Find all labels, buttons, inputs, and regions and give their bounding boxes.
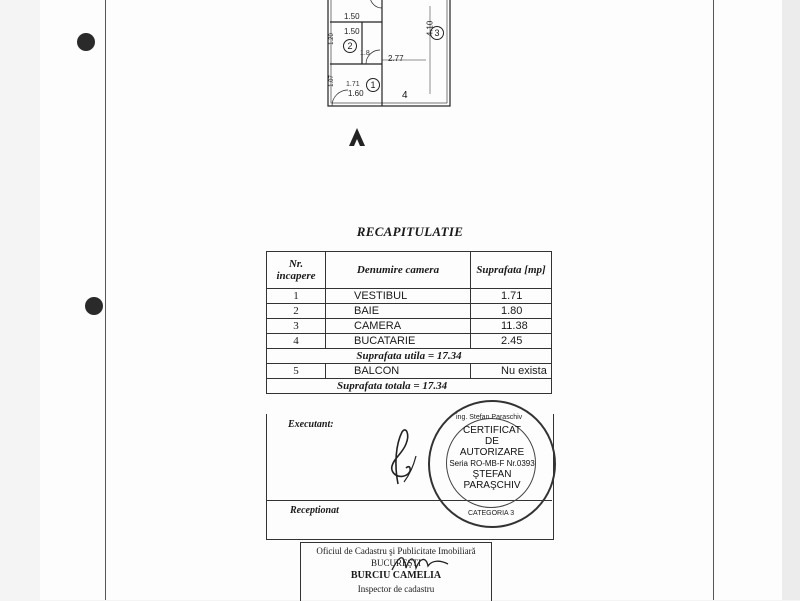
ocpi-line3: BURCIU CAMELIA: [350, 570, 442, 581]
row-area: 2.45: [470, 333, 552, 349]
table-row: 3 CAMERA 11.38: [266, 318, 552, 334]
dim-room3-width: 2.77: [388, 54, 404, 63]
punch-hole-middle: [85, 297, 103, 315]
stamp-line6: PARAŞCHIV: [463, 480, 521, 491]
punch-hole-top: [77, 33, 95, 51]
room-3-marker: 3: [430, 26, 444, 40]
row-nr: 1: [266, 288, 326, 304]
dim-corridor-width: 1.50: [344, 27, 360, 36]
floor-plan: 1.50 1.50 2.77 4.10 1.60 1.20 1.07 2 3 1…: [322, 0, 458, 112]
signature-image: [390, 429, 417, 485]
total-area-row: Suprafata totala = 17.34: [266, 378, 552, 394]
row-nr: 3: [266, 318, 326, 334]
floor-plan-drawing: [327, 0, 451, 107]
row-nr: 5: [266, 363, 326, 379]
room-4-label: 4: [402, 90, 408, 101]
signoff-divider: [266, 500, 552, 501]
room-1-marker: 1: [366, 78, 380, 92]
stamp-serial: Seria RO-MB-F Nr.0393: [449, 459, 535, 468]
total-area: Suprafata totala = 17.34: [266, 378, 552, 394]
left-margin-line: [105, 0, 106, 600]
row-area: 1.71: [470, 288, 552, 304]
header-area: Suprafata [mp]: [470, 251, 552, 289]
area-bath: 1.8: [360, 50, 370, 57]
stamp-line1: CERTIFICAT: [463, 425, 521, 436]
ocpi-line4: Inspector de cadastru: [357, 584, 435, 594]
north-arrow-icon: [349, 128, 365, 146]
row-name: CAMERA: [325, 318, 471, 334]
table-row: 4 BUCATARIE 2.45: [266, 333, 552, 349]
stamp-category: CATEGORIA 3: [468, 510, 515, 517]
row-area: Nu exista: [470, 363, 552, 379]
stamp-text: CERTIFICAT DE AUTORIZARE Seria RO-MB-F N…: [440, 421, 544, 491]
row-area: 11.38: [470, 318, 552, 334]
recap-table: Nr. incapere Denumire camera Suprafata […: [266, 251, 552, 394]
room-2-marker: 2: [343, 39, 357, 53]
useful-area-row: Suprafata utila = 17.34: [266, 348, 552, 364]
row-name: BAIE: [325, 303, 471, 319]
row-name: BUCATARIE: [325, 333, 471, 349]
dim-left-lower: 1.07: [328, 75, 335, 87]
authorization-stamp: [428, 400, 556, 528]
dim-left-small: 1.20: [328, 33, 335, 45]
area-vestibule: 1.71: [346, 81, 360, 88]
ocpi-signature-image: [391, 557, 449, 571]
dim-vestibule-width: 1.60: [348, 89, 364, 98]
row-nr: 2: [266, 303, 326, 319]
dim-top-width: 1.50: [344, 12, 360, 21]
recap-title: RECAPITULATIE: [356, 224, 464, 239]
table-row: 5 BALCON Nu exista: [266, 363, 552, 379]
receptionat-label: Receptionat: [290, 505, 339, 516]
useful-area: Suprafata utila = 17.34: [266, 348, 552, 364]
page-edge: [782, 0, 800, 600]
stamp-line2: DE: [485, 436, 499, 447]
row-area: 1.80: [470, 303, 552, 319]
stamp-line3: AUTORIZARE: [459, 447, 525, 458]
table-row: 2 BAIE 1.80: [266, 303, 552, 319]
executant-label: Executant:: [288, 419, 334, 430]
ocpi-line1: Oficiul de Cadastru şi Publicitate Imobi…: [316, 546, 476, 556]
stamp-inner-ring: [446, 418, 536, 508]
table-header-row: Nr. incapere Denumire camera Suprafata […: [266, 251, 552, 289]
row-nr: 4: [266, 333, 326, 349]
table-row: 1 VESTIBUL 1.71: [266, 288, 552, 304]
stamp-line5: ŞTEFAN: [472, 469, 512, 480]
row-name: VESTIBUL: [325, 288, 471, 304]
north-arrow-inner: [354, 139, 360, 146]
header-name: Denumire camera: [325, 251, 471, 289]
row-name: BALCON: [325, 363, 471, 379]
stamp-name-top: ing. Stefan Paraschiv: [456, 414, 523, 421]
right-margin-line: [713, 0, 714, 600]
header-nr: Nr. incapere: [266, 251, 326, 289]
